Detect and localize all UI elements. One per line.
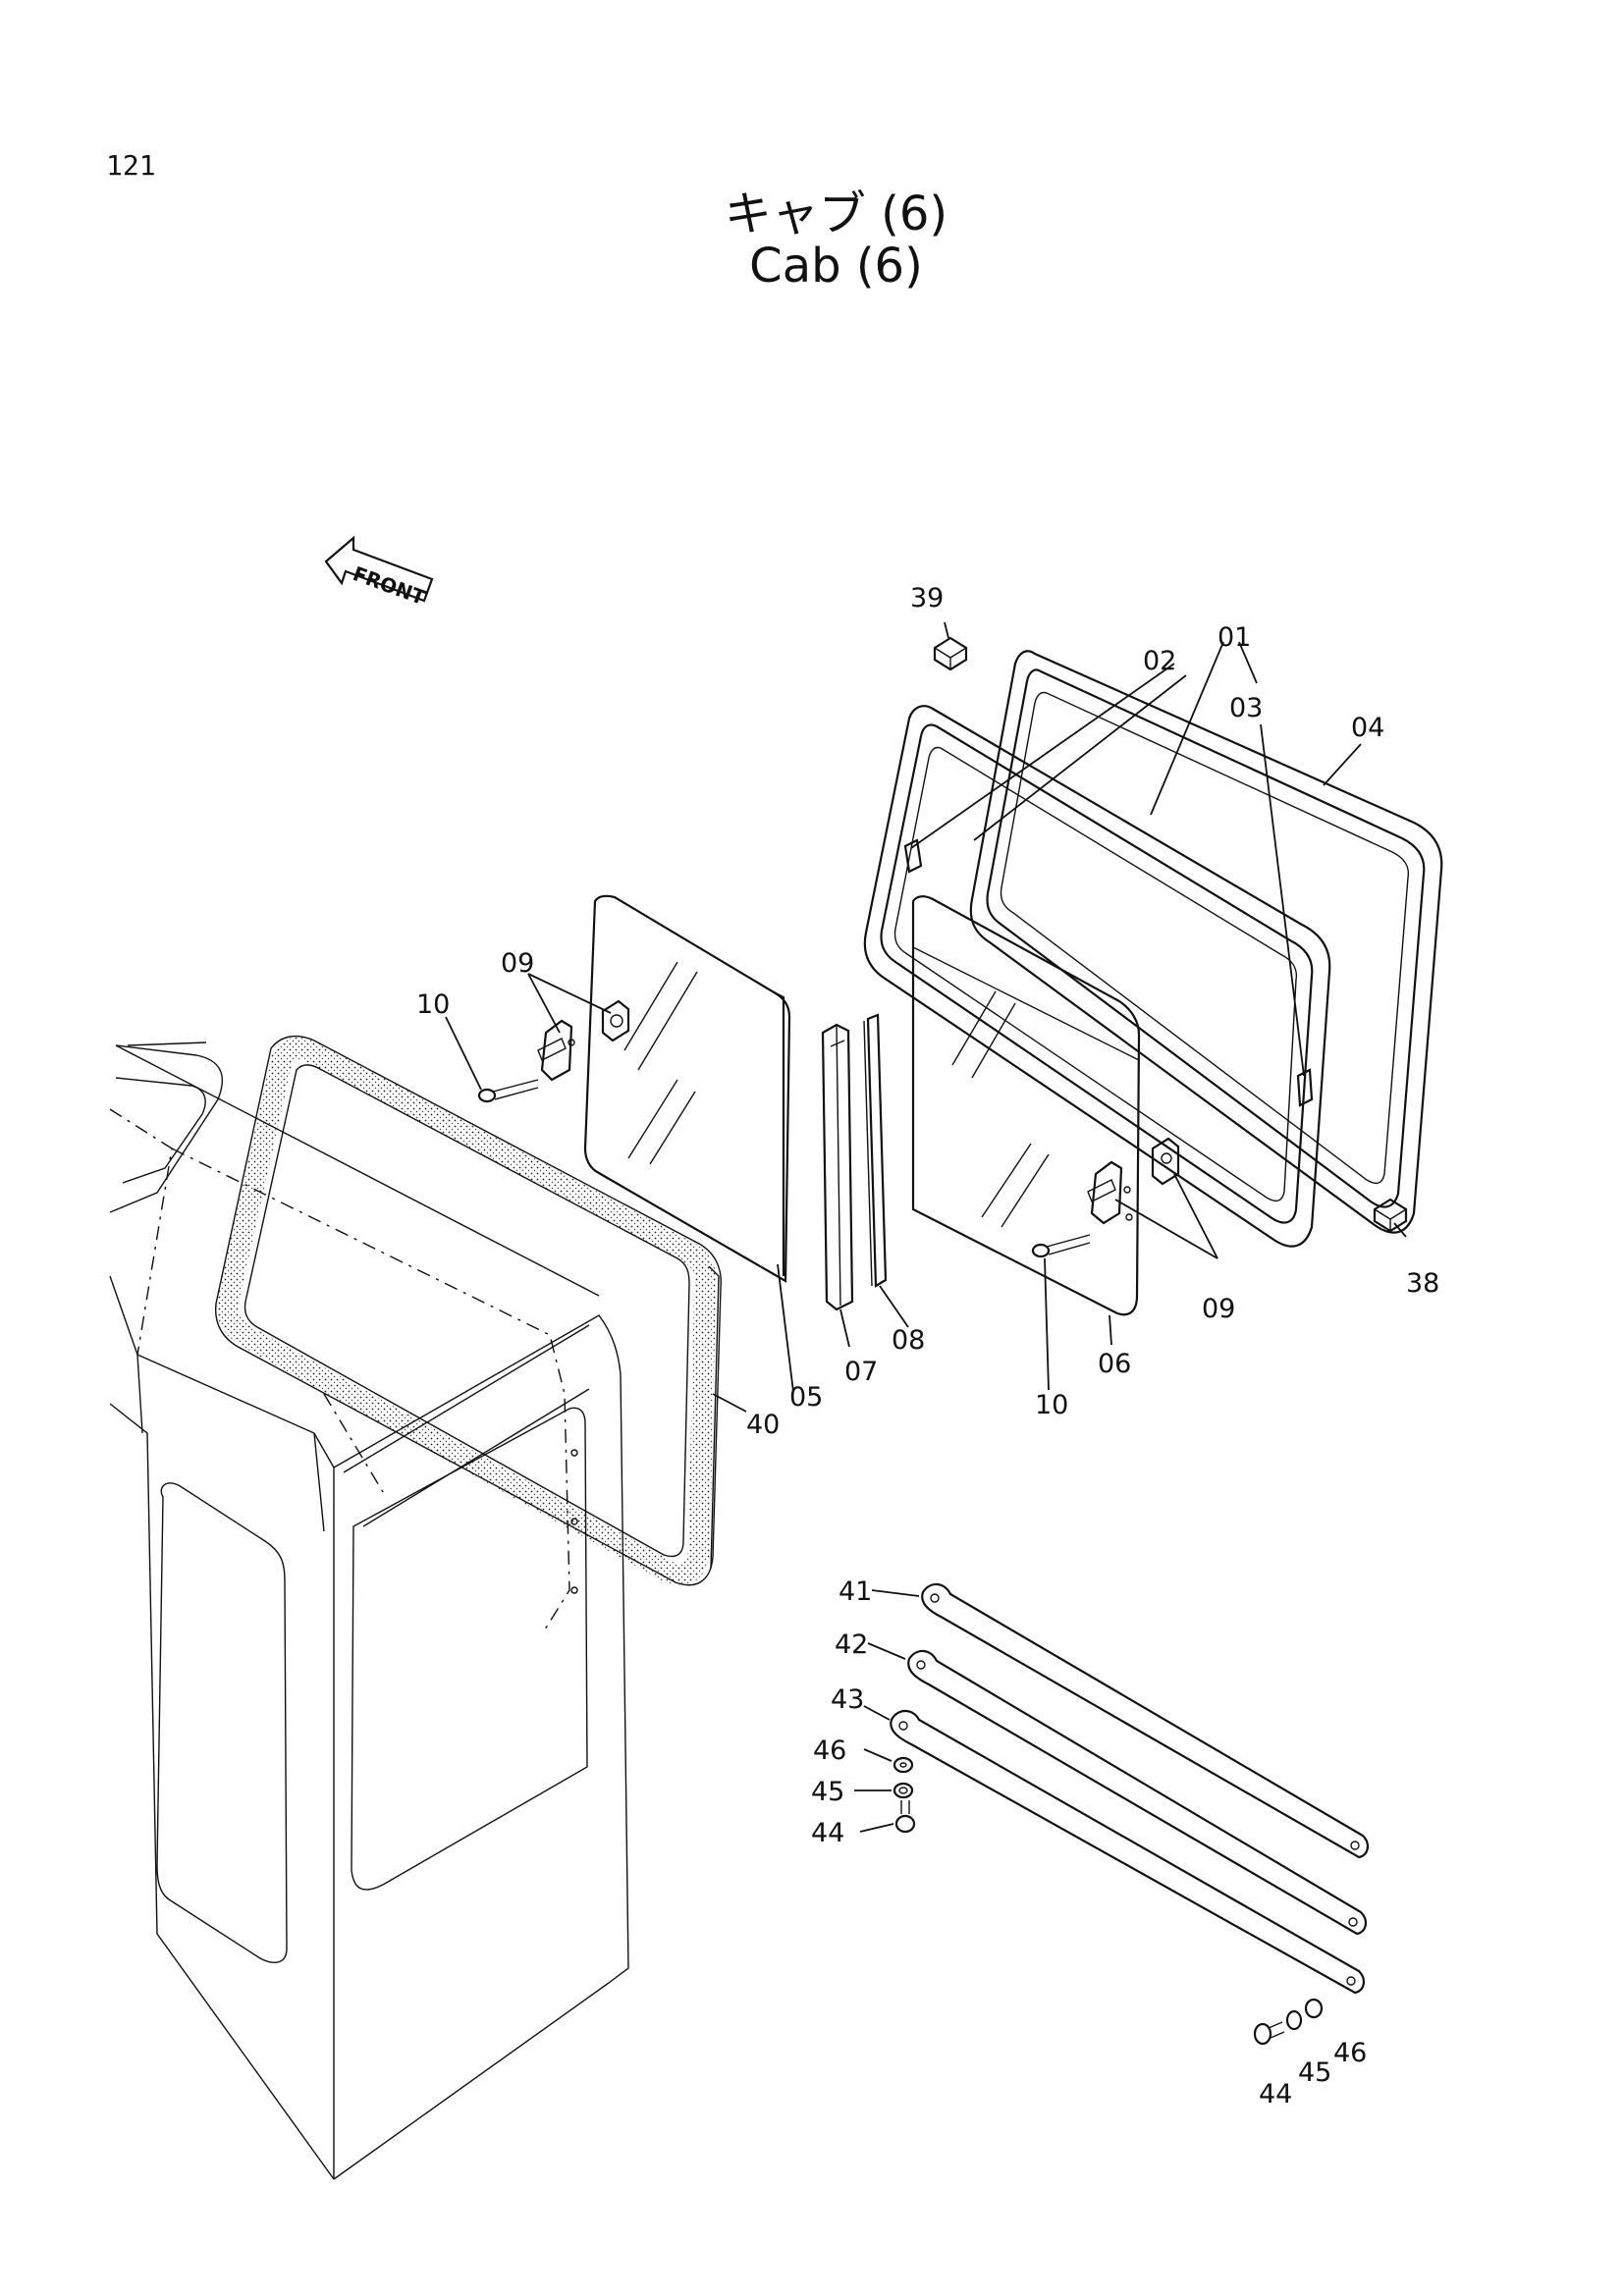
- bolt-10-right: [1031, 1234, 1091, 1258]
- callout-10-left: 10: [416, 989, 450, 1020]
- callout-40: 40: [746, 1410, 780, 1440]
- cab-body: [109, 1041, 629, 2180]
- callout-08: 08: [892, 1325, 925, 1356]
- callout-06: 06: [1098, 1349, 1131, 1379]
- callout-03: 03: [1229, 693, 1263, 723]
- callout-42: 42: [835, 1629, 868, 1660]
- washer-46-right: [1304, 1998, 1324, 2019]
- latch-09-right: [1087, 1137, 1180, 1225]
- callout-46-right: 46: [1333, 2038, 1367, 2068]
- title-english: Cab (6): [749, 239, 923, 294]
- callout-43: 43: [831, 1684, 864, 1715]
- pad-39: [933, 636, 968, 671]
- callout-46-left: 46: [813, 1735, 846, 1766]
- window-seal-40: [215, 1035, 722, 1586]
- callout-38: 38: [1406, 1268, 1439, 1299]
- stay-43: [890, 1709, 1365, 1995]
- callout-45-right: 45: [1298, 2057, 1331, 2088]
- clip-02: [903, 838, 923, 874]
- glass-panel-06: [911, 895, 1141, 1316]
- callout-02: 02: [1143, 646, 1176, 676]
- bolt-44-left: [894, 1800, 916, 1834]
- callout-41: 41: [839, 1576, 872, 1607]
- callout-05: 05: [789, 1382, 823, 1413]
- title-japanese: キャブ (6): [724, 187, 948, 241]
- washer-45-right: [1285, 2009, 1303, 2031]
- outer-frame-04: [969, 650, 1443, 1234]
- sash-frame-01: [863, 705, 1331, 1248]
- pad-38: [1373, 1198, 1408, 1233]
- callout-44-left: 44: [811, 1818, 844, 1848]
- callout-07: 07: [844, 1357, 878, 1387]
- callout-09-left: 09: [501, 948, 534, 979]
- callout-01: 01: [1217, 622, 1251, 653]
- bolt-44-right: [1253, 2021, 1285, 2046]
- brush-strip-08: [863, 1013, 888, 1288]
- bolt-10-left: [477, 1079, 539, 1103]
- page-number: 121: [106, 149, 156, 182]
- washer-45-left: [893, 1782, 914, 1799]
- callout-45-left: 45: [811, 1777, 844, 1807]
- front-arrow-icon: FRONT: [324, 535, 434, 610]
- callout-39: 39: [910, 583, 944, 614]
- callout-10-right: 10: [1035, 1390, 1068, 1420]
- callout-44-right: 44: [1259, 2079, 1292, 2109]
- callout-04: 04: [1351, 713, 1384, 743]
- latch-09-left: [537, 999, 630, 1082]
- glass-panel-05: [583, 894, 791, 1283]
- callout-labels: 39 02 01 03 04 09 10 38 09 08 06 07 05 1…: [416, 583, 1439, 2109]
- stay-41: [921, 1582, 1369, 1859]
- clip-03: [1296, 1068, 1314, 1107]
- channel-strip-07: [821, 1023, 854, 1311]
- leader-lines: [445, 621, 1407, 1833]
- front-arrow-label: FRONT: [350, 561, 428, 610]
- callout-09-right: 09: [1202, 1294, 1235, 1324]
- stay-42: [907, 1649, 1367, 1936]
- washer-46-left: [893, 1756, 914, 1774]
